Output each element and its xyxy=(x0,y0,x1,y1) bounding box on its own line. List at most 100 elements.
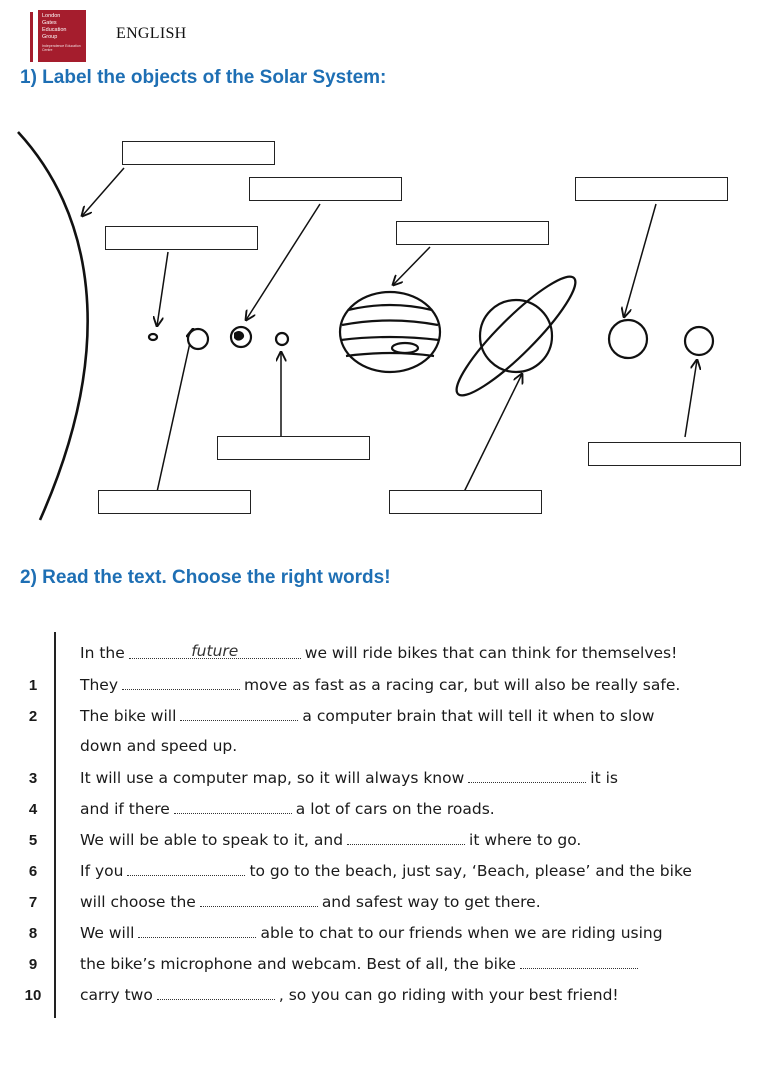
section1-title: 1) Label the objects of the Solar System… xyxy=(20,67,387,88)
text-line: 8 We will able to chat to our friends whe… xyxy=(0,919,768,950)
text-line: 9 the bike’s microphone and webcam. Best… xyxy=(0,950,768,981)
text-line: 6 If you to go to the beach, just say, ‘B… xyxy=(0,857,768,888)
example-answer: future xyxy=(191,642,239,660)
saturn xyxy=(478,298,554,374)
logo-line: London xyxy=(42,13,61,19)
text-line: 5 We will be able to speak to it, and it … xyxy=(0,826,768,857)
text-segment: carry two xyxy=(80,986,153,1004)
text-line: 2 The bike will a computer brain that wil… xyxy=(0,702,768,733)
arrow-venus xyxy=(156,329,193,493)
logo-line: Group xyxy=(42,34,58,40)
text-line: 7 will choose the and safest way to get t… xyxy=(0,888,768,919)
jupiter-band xyxy=(345,351,435,358)
arrow-earth xyxy=(246,203,321,320)
text-segment: a lot of cars on the roads. xyxy=(295,800,495,818)
logo-subtext: Independence Education Centre xyxy=(42,44,81,52)
answer-blank-10[interactable] xyxy=(156,985,275,1000)
answer-blank-7[interactable] xyxy=(199,892,318,907)
text-segment: It will use a computer map, so it will a… xyxy=(80,769,465,787)
text-segment: If you xyxy=(80,862,124,880)
logo-box: London Gates Education Group Independenc… xyxy=(38,10,86,62)
solar-system-diagram xyxy=(17,131,715,521)
line-number: 10 xyxy=(24,987,42,1004)
answer-blank-8[interactable] xyxy=(138,923,257,938)
text-segment: They xyxy=(80,676,119,694)
answer-blank-5[interactable] xyxy=(347,830,466,845)
text-line: 1 They move as fast as a racing car, but … xyxy=(0,671,768,702)
text-segment: down and speed up. xyxy=(80,737,238,755)
line-number: 6 xyxy=(28,863,38,880)
text-segment: We will xyxy=(80,924,135,942)
logo-line: Gates xyxy=(42,20,57,26)
answer-blank-9[interactable] xyxy=(519,954,638,969)
logo-accent-bar xyxy=(30,12,33,62)
text-segment: We will be able to speak to it, and xyxy=(80,831,344,849)
jupiter-band xyxy=(347,303,433,312)
logo-line: Education xyxy=(42,27,67,33)
arrow-neptune xyxy=(684,360,697,438)
text-segment: will choose the xyxy=(80,893,196,911)
text-line: down and speed up. xyxy=(0,733,768,764)
text-line: In the future we will ride bikes that can … xyxy=(0,640,768,671)
label-box-mars[interactable] xyxy=(217,436,370,460)
subject-heading: ENGLISH xyxy=(116,25,187,42)
mercury xyxy=(147,332,159,342)
arrow-uranus xyxy=(624,203,657,317)
answer-blank-2[interactable] xyxy=(180,706,299,721)
answer-blank-6[interactable] xyxy=(127,861,246,876)
text-segment: we will ride bikes that can think for th… xyxy=(304,644,678,662)
line-number: 2 xyxy=(28,708,38,725)
line-number: 9 xyxy=(28,956,38,973)
text-segment: and safest way to get there. xyxy=(321,893,541,911)
jupiter-band xyxy=(341,319,439,327)
text-segment: and if there xyxy=(80,800,170,818)
text-segment: to go to the beach, just say, ‘Beach, pl… xyxy=(249,862,692,880)
venus xyxy=(186,327,210,351)
line-number: 5 xyxy=(28,832,38,849)
text-segment: it where to go. xyxy=(469,831,582,849)
arrow-saturn xyxy=(463,374,522,493)
line-number: 1 xyxy=(28,677,38,694)
label-box-neptune[interactable] xyxy=(588,442,741,466)
text-segment: In the xyxy=(80,644,125,662)
jupiter-spot xyxy=(390,341,420,355)
text-segment: , so you can go riding with your best fr… xyxy=(278,986,619,1004)
line-number: 7 xyxy=(28,894,38,911)
text-segment: able to chat to our friends when we are … xyxy=(260,924,663,942)
text-segment: the bike’s microphone and webcam. Best o… xyxy=(80,955,516,973)
arrow-jupiter xyxy=(393,246,431,285)
saturn-ring xyxy=(455,275,577,397)
label-box-sun[interactable] xyxy=(122,141,275,165)
arrow-sun xyxy=(82,167,125,216)
label-box-saturn[interactable] xyxy=(389,490,542,514)
line-number-margin xyxy=(54,632,56,1018)
earth-land xyxy=(234,331,245,341)
text-line: 3 It will use a computer map, so it will… xyxy=(0,764,768,795)
section2-title: 2) Read the text. Choose the right words… xyxy=(20,567,391,588)
label-box-jupiter[interactable] xyxy=(396,221,549,245)
label-box-uranus[interactable] xyxy=(575,177,728,201)
neptune xyxy=(683,325,715,357)
line-number: 4 xyxy=(28,801,38,818)
line-number: 3 xyxy=(28,770,38,787)
answer-blank-4[interactable] xyxy=(173,799,292,814)
text-segment: move as fast as a racing car, but will a… xyxy=(244,676,681,694)
text-segment: it is xyxy=(590,769,618,787)
school-logo: London Gates Education Group Independenc… xyxy=(30,10,86,62)
text-line: 4 and if there a lot of cars on the roads… xyxy=(0,795,768,826)
arrow-mercury xyxy=(157,251,169,326)
sun-edge xyxy=(17,131,89,521)
text-segment: The bike will xyxy=(80,707,177,725)
label-box-mercury[interactable] xyxy=(105,226,258,250)
answer-blank-3[interactable] xyxy=(468,768,587,783)
answer-blank-example: future xyxy=(128,642,301,660)
jupiter-band xyxy=(340,335,440,342)
text-segment: a computer brain that will tell it when … xyxy=(302,707,655,725)
answer-blank-1[interactable] xyxy=(122,675,241,690)
uranus xyxy=(607,318,649,360)
line-number: 8 xyxy=(28,925,38,942)
text-line: 10 carry two , so you can go riding with … xyxy=(0,981,768,1012)
label-box-venus[interactable] xyxy=(98,490,251,514)
label-box-earth[interactable] xyxy=(249,177,402,201)
mars xyxy=(274,331,290,347)
